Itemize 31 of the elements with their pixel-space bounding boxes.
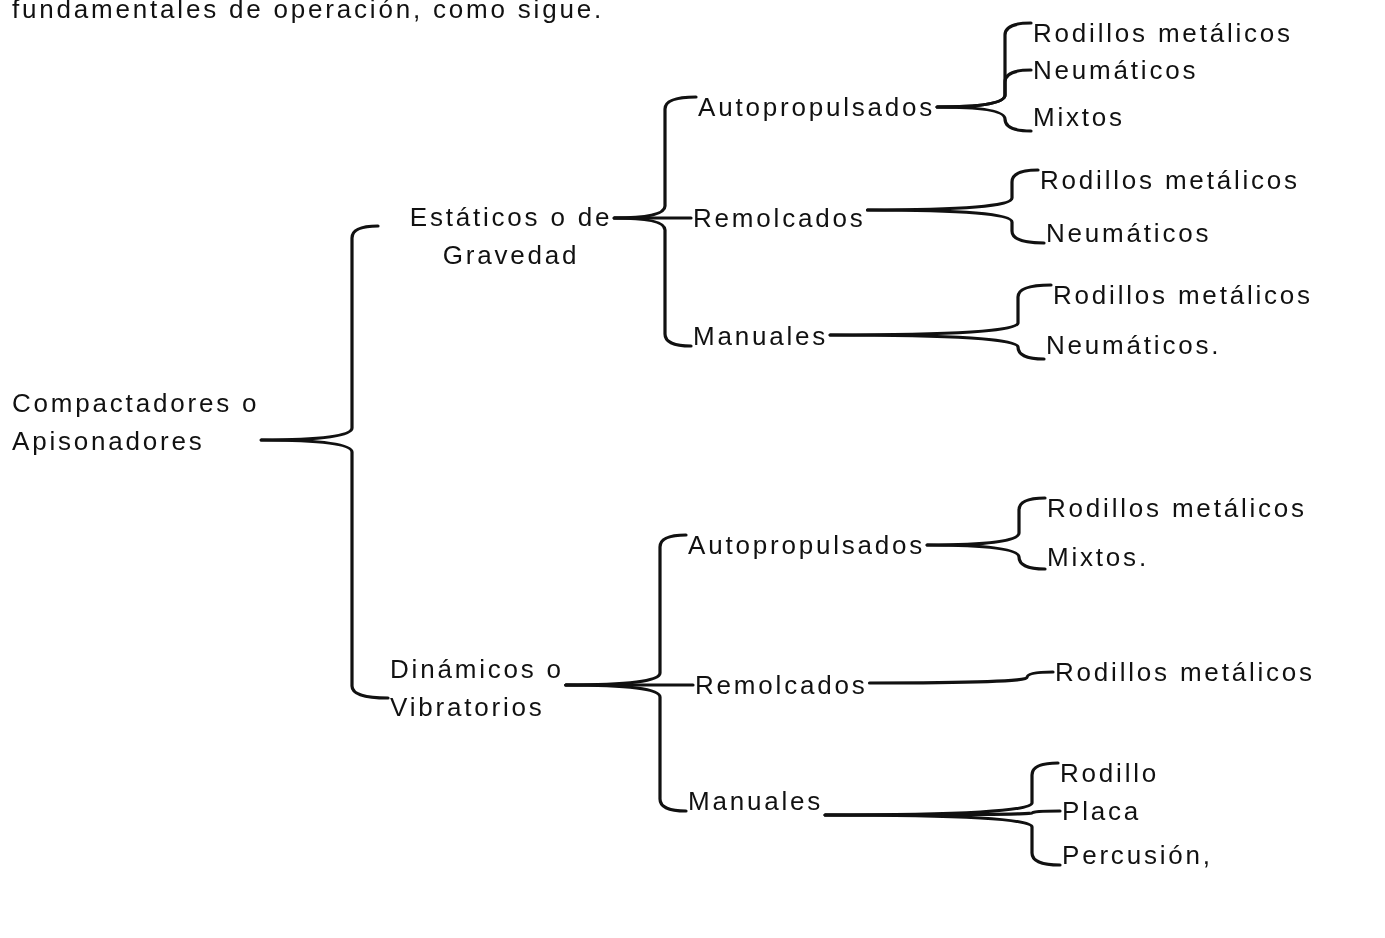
- category-text: Compactadores o Apisonadores: [12, 384, 312, 460]
- category-text: Rodillos metálicos: [1033, 14, 1293, 52]
- category-text: Rodillo: [1060, 754, 1160, 792]
- category-text: Percusión,: [1062, 836, 1213, 874]
- category-text: Neumáticos.: [1046, 326, 1222, 364]
- category-text: Autopropulsados: [698, 88, 936, 126]
- category-text: Neumáticos: [1033, 51, 1199, 89]
- brace-connector: [564, 683, 688, 813]
- brace-connector: [935, 105, 1033, 133]
- category-text: Rodillos metálicos: [1053, 276, 1313, 314]
- category-text: Neumáticos: [1046, 214, 1212, 252]
- category-text: Mixtos.: [1047, 538, 1149, 576]
- brace-connector: [259, 438, 390, 700]
- brace-connector: [867, 670, 1055, 685]
- brace-connector: [865, 208, 1046, 245]
- category-text: Autopropulsados: [688, 526, 926, 564]
- category-text: Placa: [1062, 792, 1142, 830]
- category-text: Mixtos: [1033, 98, 1125, 136]
- brace-connector: [612, 216, 693, 348]
- category-text: Manuales: [693, 317, 829, 355]
- brace-connector: [823, 813, 1062, 867]
- category-text: Rodillos metálicos: [1040, 161, 1300, 199]
- category-text: Estáticos o de Gravedad: [380, 198, 642, 274]
- category-text: Rodillos metálicos: [1055, 653, 1315, 691]
- brace-connector: [925, 543, 1047, 571]
- category-text: Rodillos metálicos: [1047, 489, 1307, 527]
- brace-connector: [828, 333, 1046, 361]
- category-text: Dinámicos o Vibratorios: [390, 650, 690, 726]
- category-text: Manuales: [688, 782, 824, 820]
- category-text: Remolcados: [693, 199, 866, 237]
- category-text: Remolcados: [695, 666, 868, 704]
